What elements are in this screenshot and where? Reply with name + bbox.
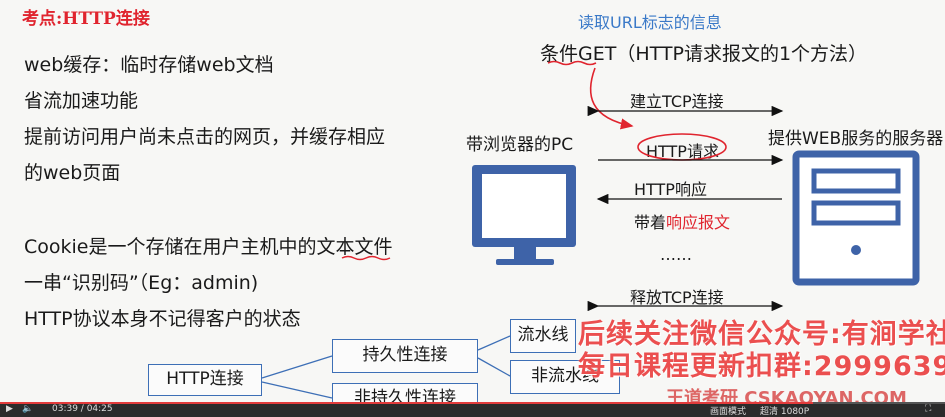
note-prefetch-cont: 的web页面	[24, 162, 121, 184]
video-player-bar: ▶ 🔈 03:39 / 04:25 画面模式 超清 1080P ⛶	[0, 402, 945, 417]
msg-ellipsis: ……	[660, 245, 692, 264]
note-prefetch: 提前访问用户尚未点击的网页，并缓存相应	[24, 126, 386, 148]
pc-monitor-icon	[472, 165, 576, 265]
fullscreen-icon[interactable]: ⛶	[925, 404, 932, 414]
msg-http-response: HTTP响应	[634, 180, 707, 199]
msg-carry-highlight: 响应报文	[666, 213, 731, 232]
watermark-wechat: 后续关注微信公众号:有涧学社	[578, 319, 945, 350]
msg-carry-prefix: 带着	[634, 213, 667, 232]
note-cookie: Cookie是一个存储在用户主机中的文本文件	[24, 236, 393, 258]
note-stateless: HTTP协议本身不记得客户的状态	[24, 308, 301, 330]
request-highlight-circle	[637, 133, 727, 161]
msg-carry-report: 带着响应报文	[634, 209, 730, 233]
display-mode-button[interactable]: 画面模式	[710, 407, 747, 417]
quality-button[interactable]: 超清 1080P	[760, 407, 810, 417]
tree-non-pipelined-box: 非流水线	[510, 360, 620, 394]
squiggle-cookie	[341, 255, 391, 261]
note-id-code: 一串“识别码”（Eg：admin)	[24, 272, 259, 294]
msg-http-request: HTTP请求	[646, 142, 719, 161]
server-icon	[792, 150, 920, 286]
tree-persistent-box: 持久性连接	[332, 339, 478, 373]
client-label: 带浏览器的PC	[466, 135, 574, 155]
progress-fill	[0, 402, 813, 404]
play-icon[interactable]: ▶	[6, 404, 13, 414]
time-display: 03:39 / 04:25	[52, 404, 113, 414]
tree-root-box: HTTP连接	[148, 364, 262, 396]
annotation-read-url: 读取URL标志的信息	[578, 13, 722, 32]
squiggle-underline	[547, 60, 597, 66]
server-label: 提供WEB服务的服务器	[768, 129, 944, 149]
note-save-bandwidth: 省流加速功能	[24, 90, 139, 112]
progress-bar[interactable]	[0, 402, 945, 404]
tree-pipelined-box: 流水线	[510, 319, 576, 353]
watermark-qq-group: 每日课程更新扣群:299963939	[578, 351, 945, 382]
condition-get-label: 条件GET（HTTP请求报文的1个方法）	[540, 43, 868, 65]
page-title: 考点:HTTP连接	[22, 9, 150, 29]
note-web-cache: web缓存：临时存储web文档	[24, 54, 274, 76]
annotation-arrow	[589, 67, 634, 130]
volume-icon[interactable]: 🔈	[22, 404, 34, 414]
tree-connectors	[261, 335, 511, 399]
